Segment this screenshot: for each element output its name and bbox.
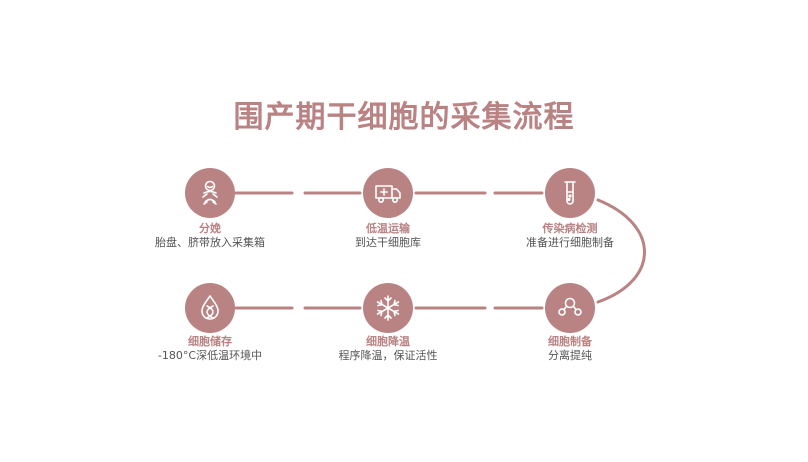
page-title: 围产期干细胞的采集流程 xyxy=(233,100,575,135)
ambulance-truck-icon xyxy=(375,185,401,203)
step-transport-circle xyxy=(363,168,413,218)
step-cooling-title: 细胞降温 xyxy=(366,335,410,348)
step-testing-desc: 准备进行细胞制备 xyxy=(526,236,614,249)
step-testing-circle xyxy=(545,168,595,218)
step-storage-circle xyxy=(185,283,235,333)
step-cooling-desc: 程序降温，保证活性 xyxy=(338,349,438,362)
drop-dna-icon xyxy=(201,295,219,320)
step-preparation-circle xyxy=(545,283,595,333)
step-storage-desc: -180°C深低温环境中 xyxy=(157,349,263,362)
step-preparation-desc: 分离提纯 xyxy=(548,349,592,362)
baby-icon xyxy=(202,180,218,205)
step-delivery-circle xyxy=(185,168,235,218)
step-storage-title: 细胞储存 xyxy=(188,335,232,348)
snowflake-icon xyxy=(376,295,400,321)
step-delivery-title: 分娩 xyxy=(199,222,221,235)
step-delivery-desc: 胎盘、脐带放入采集箱 xyxy=(155,236,265,249)
test-tube-icon xyxy=(564,181,576,205)
step-preparation-title: 细胞制备 xyxy=(548,335,592,348)
cell-molecule-icon xyxy=(558,297,582,316)
connector-3-4-curve xyxy=(596,198,646,304)
step-transport-desc: 到达干细胞库 xyxy=(355,236,421,249)
step-cooling-circle xyxy=(363,283,413,333)
step-testing-title: 传染病检测 xyxy=(542,222,598,235)
step-transport-title: 低温运输 xyxy=(366,222,410,235)
